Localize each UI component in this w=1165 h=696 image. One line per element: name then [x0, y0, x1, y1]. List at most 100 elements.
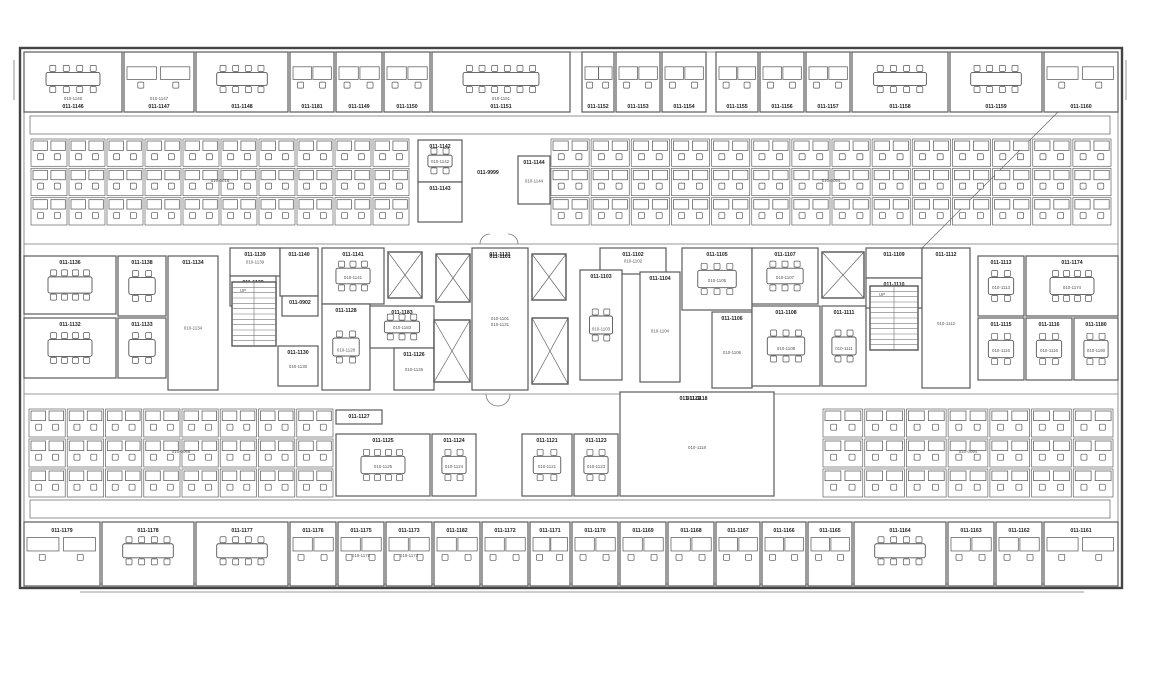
room: 011-1149	[335, 51, 383, 113]
chair	[72, 332, 79, 339]
chair	[54, 182, 61, 190]
chair	[997, 423, 1004, 431]
desk	[738, 537, 758, 552]
cubicle	[590, 197, 630, 226]
desk	[598, 66, 613, 80]
chair	[678, 182, 686, 190]
desk	[618, 66, 638, 80]
room-number: 011-1108	[775, 310, 796, 316]
elevator-cross	[387, 251, 423, 299]
chair	[113, 153, 120, 161]
cubicle	[1072, 408, 1114, 438]
chair	[205, 453, 212, 461]
chair	[379, 212, 386, 219]
room-outline	[995, 521, 1043, 587]
room-outline	[619, 391, 775, 497]
desk	[108, 169, 124, 181]
chair	[579, 553, 587, 561]
room-number: 011-1150	[396, 104, 417, 110]
desk	[913, 199, 930, 210]
chair	[695, 212, 703, 219]
desk	[1011, 470, 1029, 482]
chair	[932, 423, 939, 431]
room-sub-number: 010-1141	[344, 275, 363, 280]
chair	[655, 182, 663, 190]
desk	[260, 440, 276, 452]
room-outline	[289, 521, 337, 587]
chair	[529, 65, 536, 72]
desk	[762, 66, 782, 80]
room: 011-1159	[949, 51, 1043, 113]
room-outline	[167, 255, 219, 391]
chair	[61, 269, 68, 277]
chair	[188, 423, 196, 431]
room: 011-1152	[581, 51, 615, 113]
chair	[281, 453, 289, 461]
desk	[1074, 440, 1092, 452]
chair	[789, 81, 796, 89]
chair	[536, 474, 544, 482]
chair	[341, 153, 348, 161]
desk	[638, 66, 658, 80]
chair	[516, 65, 524, 72]
cubicle	[30, 138, 68, 167]
chair	[998, 86, 1006, 93]
chair	[336, 330, 343, 338]
desk	[201, 470, 217, 482]
chair	[441, 553, 449, 561]
cubicle	[258, 438, 296, 468]
chair	[795, 355, 802, 363]
cubicle	[105, 408, 143, 438]
chair	[297, 81, 304, 89]
room: 011-1132	[23, 317, 117, 379]
desk	[973, 140, 990, 151]
chair	[363, 474, 370, 482]
chair	[145, 270, 152, 277]
room: 011-1143	[417, 181, 463, 223]
chair	[336, 356, 343, 364]
conference-table	[583, 455, 609, 475]
chair	[349, 330, 356, 338]
room-number: 011-1146	[62, 104, 83, 110]
desk	[108, 199, 124, 210]
cubicle	[258, 167, 296, 197]
chair	[1052, 270, 1059, 277]
chair	[1039, 212, 1047, 219]
chair	[536, 448, 544, 456]
desk	[718, 66, 738, 80]
desk	[932, 199, 950, 210]
chair	[776, 153, 783, 161]
cubicle	[1031, 438, 1072, 468]
chair	[35, 483, 43, 491]
conference-table	[383, 320, 421, 334]
chair	[627, 553, 635, 561]
chair	[442, 147, 450, 155]
desk	[316, 140, 332, 151]
room-number: 011-1106	[721, 316, 742, 322]
desk	[239, 470, 256, 482]
open-plan-number: 010-0094	[959, 449, 978, 454]
desk	[611, 169, 628, 181]
room-sub-number: 010-1108	[777, 346, 796, 351]
elevator-shaft	[433, 319, 471, 383]
south-corridor	[29, 499, 1111, 519]
chair	[232, 65, 240, 72]
room-number: 011-1168	[680, 528, 701, 534]
chair	[75, 212, 82, 219]
chair	[512, 553, 520, 561]
chair	[955, 483, 963, 491]
chair	[52, 453, 59, 461]
corridor-label: 011-1101	[489, 254, 510, 260]
conference-table	[122, 543, 174, 559]
desk	[63, 537, 96, 552]
rooms: 011-1146010-1146011-1147010-1147011-1148…	[23, 51, 1119, 587]
chair	[1011, 86, 1019, 93]
room-outline	[23, 521, 101, 587]
room-number: 011-1143	[429, 186, 450, 192]
chair	[227, 182, 234, 190]
chair	[343, 81, 351, 89]
desk	[159, 66, 191, 80]
cubicle	[30, 197, 68, 226]
chair	[669, 81, 676, 89]
